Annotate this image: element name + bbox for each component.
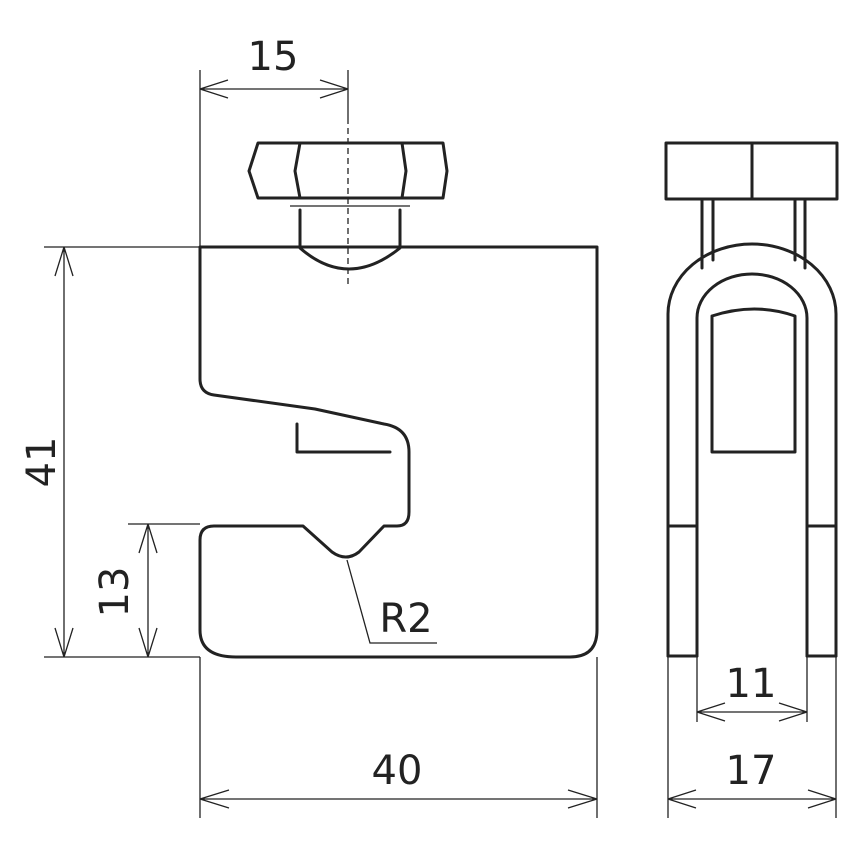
side-body-inner: [695, 272, 809, 658]
dim-line-11: [696, 702, 808, 722]
dimension-lines: [54, 79, 837, 809]
dim-line-15: [199, 79, 349, 99]
dim-label-13: 13: [92, 567, 138, 618]
dim-line-41: [54, 246, 74, 658]
dim-line-17: [667, 789, 837, 809]
side-extension-lines: [667, 656, 837, 818]
hex-bolt-head: [247, 141, 449, 200]
dim-label-40: 40: [372, 748, 423, 794]
side-bolt-shank: [700, 197, 807, 270]
hex-bolt-head-facets: [293, 141, 408, 200]
bolt-shank: [298, 208, 402, 271]
dim-label-41: 41: [19, 437, 65, 488]
extension-lines: [44, 70, 598, 818]
dimension-labels: 15 41 13 R2 40 11 17: [19, 34, 776, 794]
dim-label-11: 11: [726, 661, 777, 707]
side-view: [664, 141, 839, 818]
dim-line-13: [138, 523, 158, 658]
dim-line-40: [199, 789, 598, 809]
dim-label-17: 17: [726, 748, 777, 794]
clamp-body-outline: [198, 245, 599, 659]
side-body-outer: [666, 242, 838, 658]
radius-leader: [346, 559, 437, 644]
bolt-tip: [295, 422, 392, 454]
front-view: [44, 70, 599, 818]
dim-label-15: 15: [248, 34, 299, 80]
dim-label-r2: R2: [379, 596, 432, 642]
side-bolt-inner: [710, 307, 797, 454]
